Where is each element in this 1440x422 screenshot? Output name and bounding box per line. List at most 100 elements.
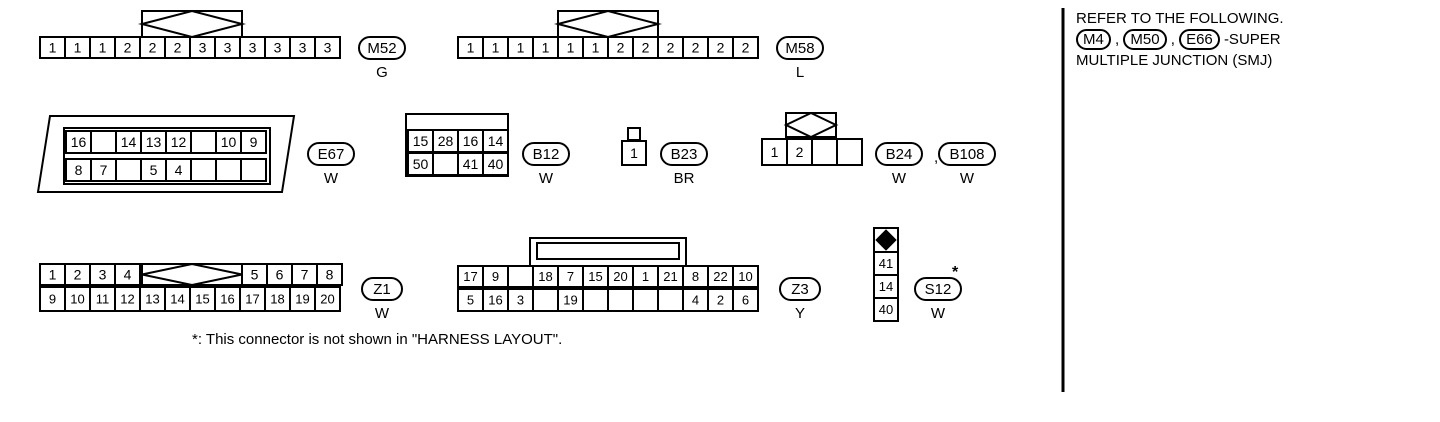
ref-suffix: -SUPER xyxy=(1223,31,1281,48)
asterisk-icon: * xyxy=(952,264,959,281)
pin-cell xyxy=(190,130,217,154)
connector-separator: , xyxy=(934,149,938,166)
pin-cell xyxy=(732,265,759,288)
lock-diamond xyxy=(783,111,839,139)
lock-diamond xyxy=(554,9,662,39)
pin-number: 14 xyxy=(170,292,184,307)
pin-cell xyxy=(39,286,66,312)
pin-cell xyxy=(732,288,759,312)
pin-number: 14 xyxy=(488,133,504,149)
connector-id-pill xyxy=(938,142,996,166)
pin-number: 3 xyxy=(249,40,257,56)
wire-color: G xyxy=(376,64,388,81)
pin-number: 3 xyxy=(517,293,524,308)
pin-number: 15 xyxy=(588,269,602,284)
side-note-refs: M4 , M50 , E66 -SUPER xyxy=(1076,29,1416,50)
pin-number: 22 xyxy=(713,269,727,284)
pin-cell xyxy=(316,263,343,286)
connector-id: B12 xyxy=(533,146,560,163)
pin-number: 5 xyxy=(150,162,158,178)
pin-number: 3 xyxy=(299,40,307,56)
pin-cell xyxy=(732,36,759,59)
pin-cell xyxy=(90,130,117,154)
pin-number: 15 xyxy=(195,292,209,307)
pin-number: 1 xyxy=(592,40,600,56)
pin-number: 15 xyxy=(413,133,429,149)
pin-cell xyxy=(482,152,509,176)
connector-id: B108 xyxy=(949,146,984,163)
pin-cell xyxy=(114,263,141,286)
pin-number: 1 xyxy=(49,267,57,283)
pin-number: 1 xyxy=(567,40,575,56)
pin-number: 41 xyxy=(463,156,479,172)
pin-number: 17 xyxy=(463,269,477,284)
connector-id-pill xyxy=(361,277,403,301)
connector-id-pill xyxy=(307,142,355,166)
pin-number: 28 xyxy=(438,133,454,149)
pin-cell xyxy=(507,265,534,288)
wire-color: W xyxy=(539,170,554,187)
pin-cell xyxy=(532,288,559,312)
pin-number: 6 xyxy=(276,267,284,283)
pin-number: 20 xyxy=(320,292,334,307)
pin-cell xyxy=(621,140,647,166)
pin-number: 19 xyxy=(295,292,309,307)
pin-number: 11 xyxy=(96,292,110,307)
pin-number: 6 xyxy=(742,293,749,308)
pin-number: 20 xyxy=(613,269,627,284)
connector-id: B23 xyxy=(671,146,698,163)
pin-number: 12 xyxy=(120,292,134,307)
pin-number: 9 xyxy=(492,269,499,284)
connector-id: M58 xyxy=(785,40,814,57)
ref-connector-pill: E66 xyxy=(1179,29,1220,50)
pin-number: 2 xyxy=(796,144,804,160)
wire-color: W xyxy=(324,170,339,187)
wire-color: W xyxy=(892,170,907,187)
pin-number: 40 xyxy=(879,302,893,317)
pin-number: 4 xyxy=(692,293,699,308)
wire-color: L xyxy=(796,64,804,81)
pin-cell xyxy=(836,138,863,166)
side-note: REFER TO THE FOLLOWING. M4 , M50 , E66 -… xyxy=(1076,8,1416,71)
pin-cell xyxy=(314,36,341,59)
pin-number: 14 xyxy=(121,134,137,150)
wire-color: W xyxy=(375,305,390,322)
connector-id: M52 xyxy=(367,40,396,57)
lock-diamond xyxy=(138,9,246,39)
footnote: *: This connector is not shown in "HARNE… xyxy=(192,331,562,348)
pin-number: 2 xyxy=(692,40,700,56)
connector-id: B24 xyxy=(886,146,913,163)
ref-connector-pill: M4 xyxy=(1076,29,1111,50)
pin-number: 2 xyxy=(742,40,750,56)
pin-number: 12 xyxy=(171,134,187,150)
pin-number: 8 xyxy=(692,269,699,284)
pin-cell xyxy=(240,158,267,182)
pin-number: 18 xyxy=(270,292,284,307)
pin-cell xyxy=(314,286,341,312)
ref-separator: , xyxy=(1115,31,1120,48)
pin-cell xyxy=(582,288,609,312)
pin-number: 1 xyxy=(74,40,82,56)
pin-number: 10 xyxy=(738,269,752,284)
pin-number: 4 xyxy=(175,162,183,178)
pin-cell xyxy=(264,286,291,312)
pin-number: 21 xyxy=(663,269,677,284)
pin-cell xyxy=(432,152,459,176)
connector-id-pill xyxy=(776,36,824,60)
pin-cell xyxy=(289,286,316,312)
wire-color: BR xyxy=(674,170,695,187)
pin-number: 40 xyxy=(488,156,504,172)
pin-number: 4 xyxy=(124,267,132,283)
lock-tab xyxy=(627,127,641,141)
wire-color: W xyxy=(931,305,946,322)
asterisk-icon: * xyxy=(192,331,198,348)
pin-number: 16 xyxy=(220,292,234,307)
connector-id-pill xyxy=(875,142,923,166)
pin-number: 2 xyxy=(174,40,182,56)
connector-id-pill xyxy=(914,277,962,301)
connector-id-pill xyxy=(779,277,821,301)
connector-id: S12 xyxy=(925,281,952,298)
pin-cell xyxy=(240,130,267,154)
pin-cell xyxy=(89,286,116,312)
pin-number: 16 xyxy=(71,134,87,150)
